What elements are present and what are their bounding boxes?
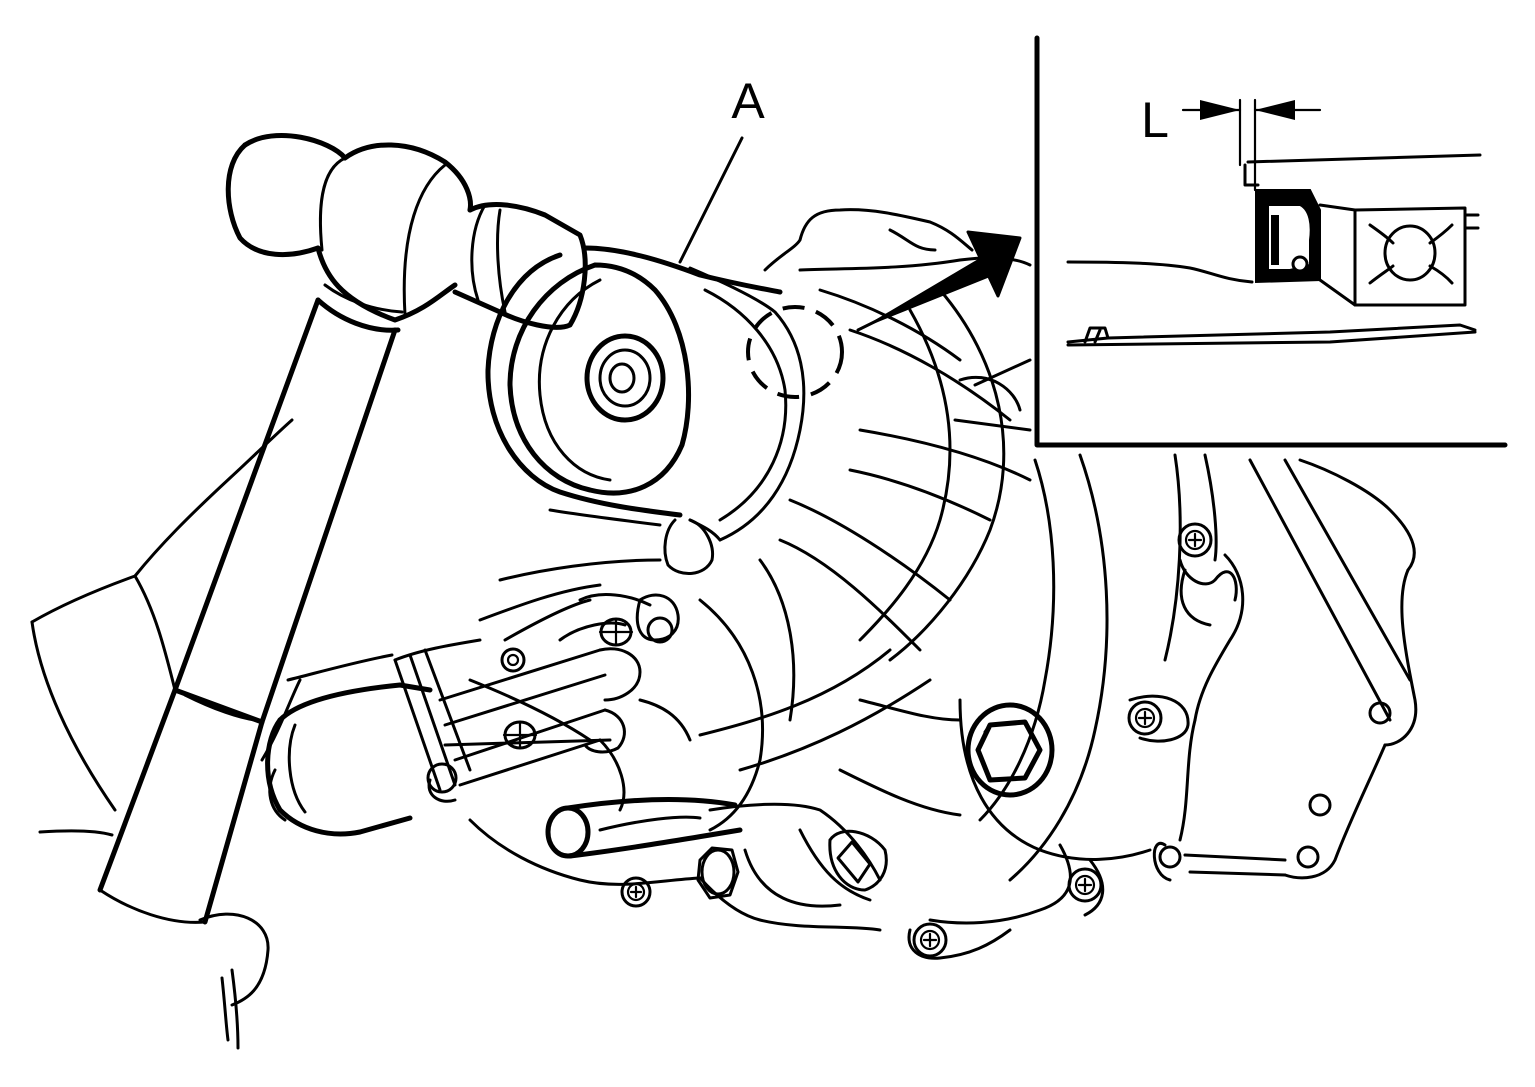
bolt: [1067, 867, 1103, 903]
shift-linkage: [426, 593, 692, 803]
label-l: L: [1141, 92, 1169, 148]
drain-plug: [965, 702, 1055, 798]
shift-shaft: [545, 796, 743, 859]
detail-arrow: [856, 230, 1022, 332]
hand: [30, 418, 394, 1050]
label-a-leader: [678, 136, 744, 264]
linkage-bolt: [500, 647, 526, 673]
bolt: [912, 922, 948, 958]
bolt: [1127, 700, 1163, 736]
starter-motor: [265, 638, 482, 837]
engine-housing: [468, 208, 1418, 960]
detail-highlight-circle: [746, 305, 844, 399]
hammer: [97, 133, 588, 925]
bolt: [1177, 522, 1213, 558]
linkage-bolt: [502, 720, 538, 750]
sensor-bolt: [696, 846, 740, 900]
tool-a: [485, 245, 806, 575]
detail-inset: [1034, 35, 1508, 448]
sensor: [828, 829, 888, 892]
label-a: A: [731, 73, 765, 129]
